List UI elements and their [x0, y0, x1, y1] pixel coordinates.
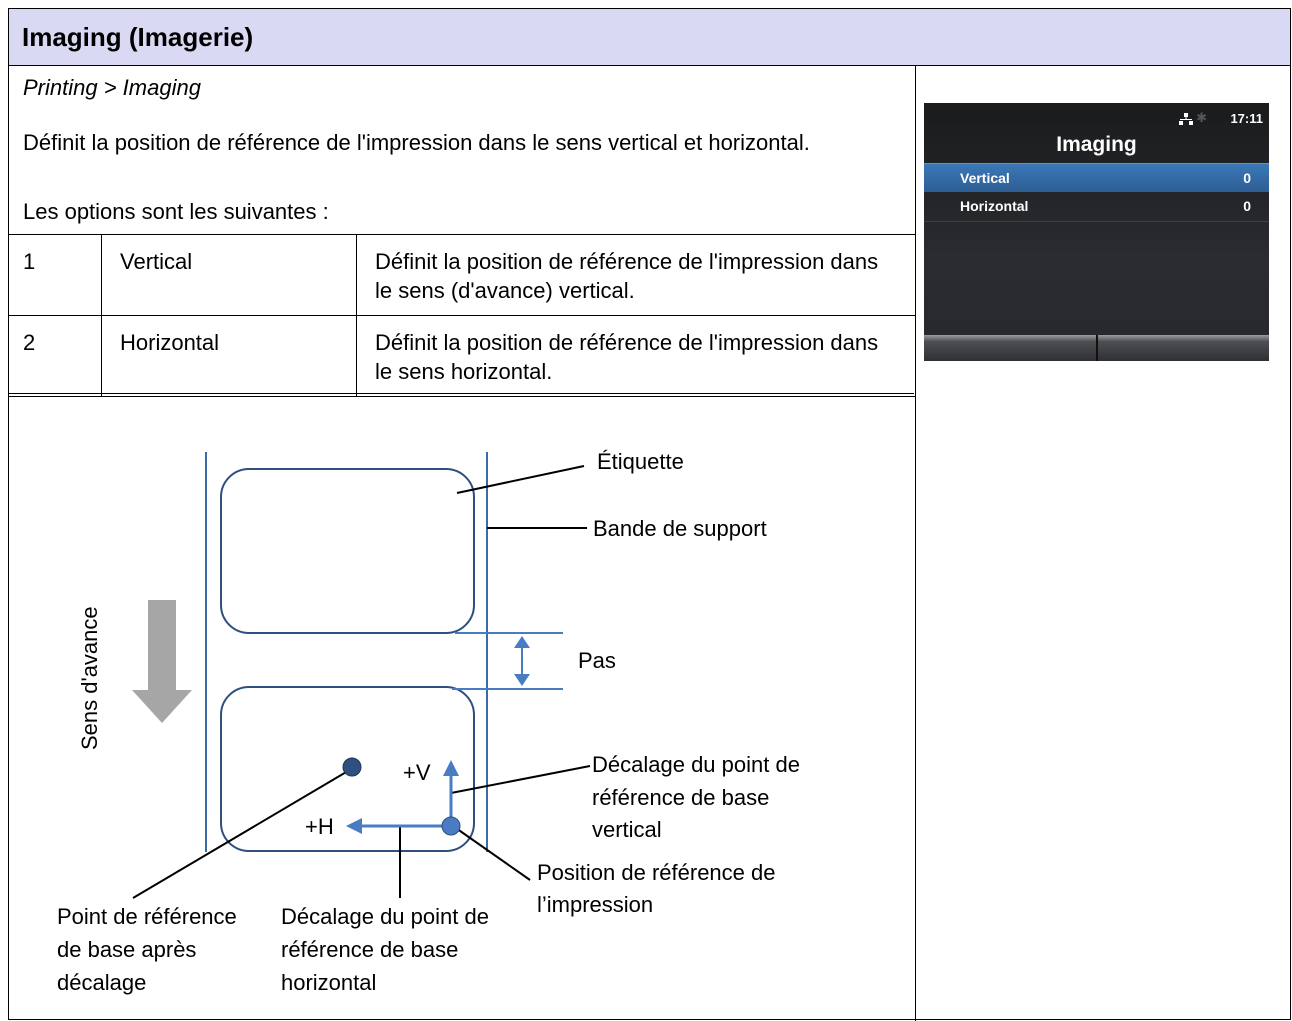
pitch-arrow-up	[514, 636, 530, 648]
diagram-divider	[8, 393, 914, 394]
row-separator	[924, 221, 1269, 222]
etiquette-label: Étiquette	[597, 449, 684, 474]
table-row: 2 Horizontal Définit la position de réfé…	[9, 315, 915, 397]
point-ref-line2: de base après	[57, 937, 196, 962]
position-ref-line1: Position de référence de	[537, 860, 776, 885]
option-name: Vertical	[101, 234, 357, 316]
menu-item-label: Vertical	[960, 170, 1010, 186]
page-title: Imaging (Imagerie)	[22, 22, 254, 52]
option-description: Définit la position de référence de l'im…	[356, 315, 915, 397]
plus-v-label: +V	[403, 760, 431, 785]
options-table: 1 Vertical Définit la position de référe…	[9, 234, 915, 397]
option-name: Horizontal	[101, 315, 357, 397]
softkey-divider	[1096, 335, 1098, 361]
clock: 17:11	[1230, 111, 1263, 126]
menu-item-value: 0	[1243, 198, 1251, 214]
sens-avance-label: Sens d'avance	[77, 606, 102, 750]
decal-vertical-line1: Décalage du point de	[592, 752, 800, 777]
bluetooth-icon: ✱	[1196, 110, 1207, 125]
decal-vertical-line3: vertical	[592, 817, 662, 842]
options-intro: Les options sont les suivantes :	[23, 199, 329, 224]
column-divider	[915, 66, 916, 1021]
menu-item-value: 0	[1243, 170, 1251, 186]
decal-horizontal-line3: horizontal	[281, 970, 376, 995]
leader-etiquette	[456, 465, 585, 494]
label-shape-top	[220, 468, 475, 634]
decal-horizontal-line2: référence de base	[281, 937, 458, 962]
point-ref-line1: Point de référence	[57, 904, 237, 929]
description: Définit la position de référence de l'im…	[23, 130, 810, 155]
print-reference-dot	[441, 816, 461, 836]
screen-title: Imaging	[1056, 133, 1137, 156]
network-icon	[1179, 113, 1193, 125]
menu-item-label: Horizontal	[960, 198, 1029, 214]
base-point-after-offset-dot	[342, 757, 362, 777]
section-title-bar: Imaging (Imagerie)	[9, 9, 1290, 66]
feed-direction-arrow	[132, 600, 192, 723]
menu-item-vertical[interactable]: Vertical 0	[924, 163, 1269, 192]
printer-screen: ✱ 17:11 Imaging Vertical 0 Horizontal 0	[924, 103, 1269, 361]
decal-vertical-line2: référence de base	[592, 785, 769, 810]
decal-horizontal-line1: Décalage du point de	[281, 904, 489, 929]
leader-point-ref	[132, 767, 354, 899]
position-ref-line2: l’impression	[537, 892, 653, 917]
document-frame: Imaging (Imagerie) Printing > Imaging Dé…	[8, 8, 1291, 1021]
plus-v-arrow-head	[443, 760, 459, 776]
pas-label: Pas	[578, 648, 616, 673]
leader-decal-vertical	[450, 765, 591, 794]
label-shape-bottom	[220, 686, 475, 852]
leader-position-ref	[452, 825, 531, 881]
point-ref-line3: décalage	[57, 970, 146, 995]
menu-item-horizontal[interactable]: Horizontal 0	[924, 192, 1269, 220]
breadcrumb: Printing > Imaging	[23, 75, 201, 100]
pitch-arrow-down	[514, 674, 530, 686]
option-number: 2	[9, 315, 102, 397]
plus-h-label: +H	[305, 814, 334, 839]
plus-h-arrow-head	[346, 818, 362, 834]
bande-support-label: Bande de support	[593, 516, 767, 541]
